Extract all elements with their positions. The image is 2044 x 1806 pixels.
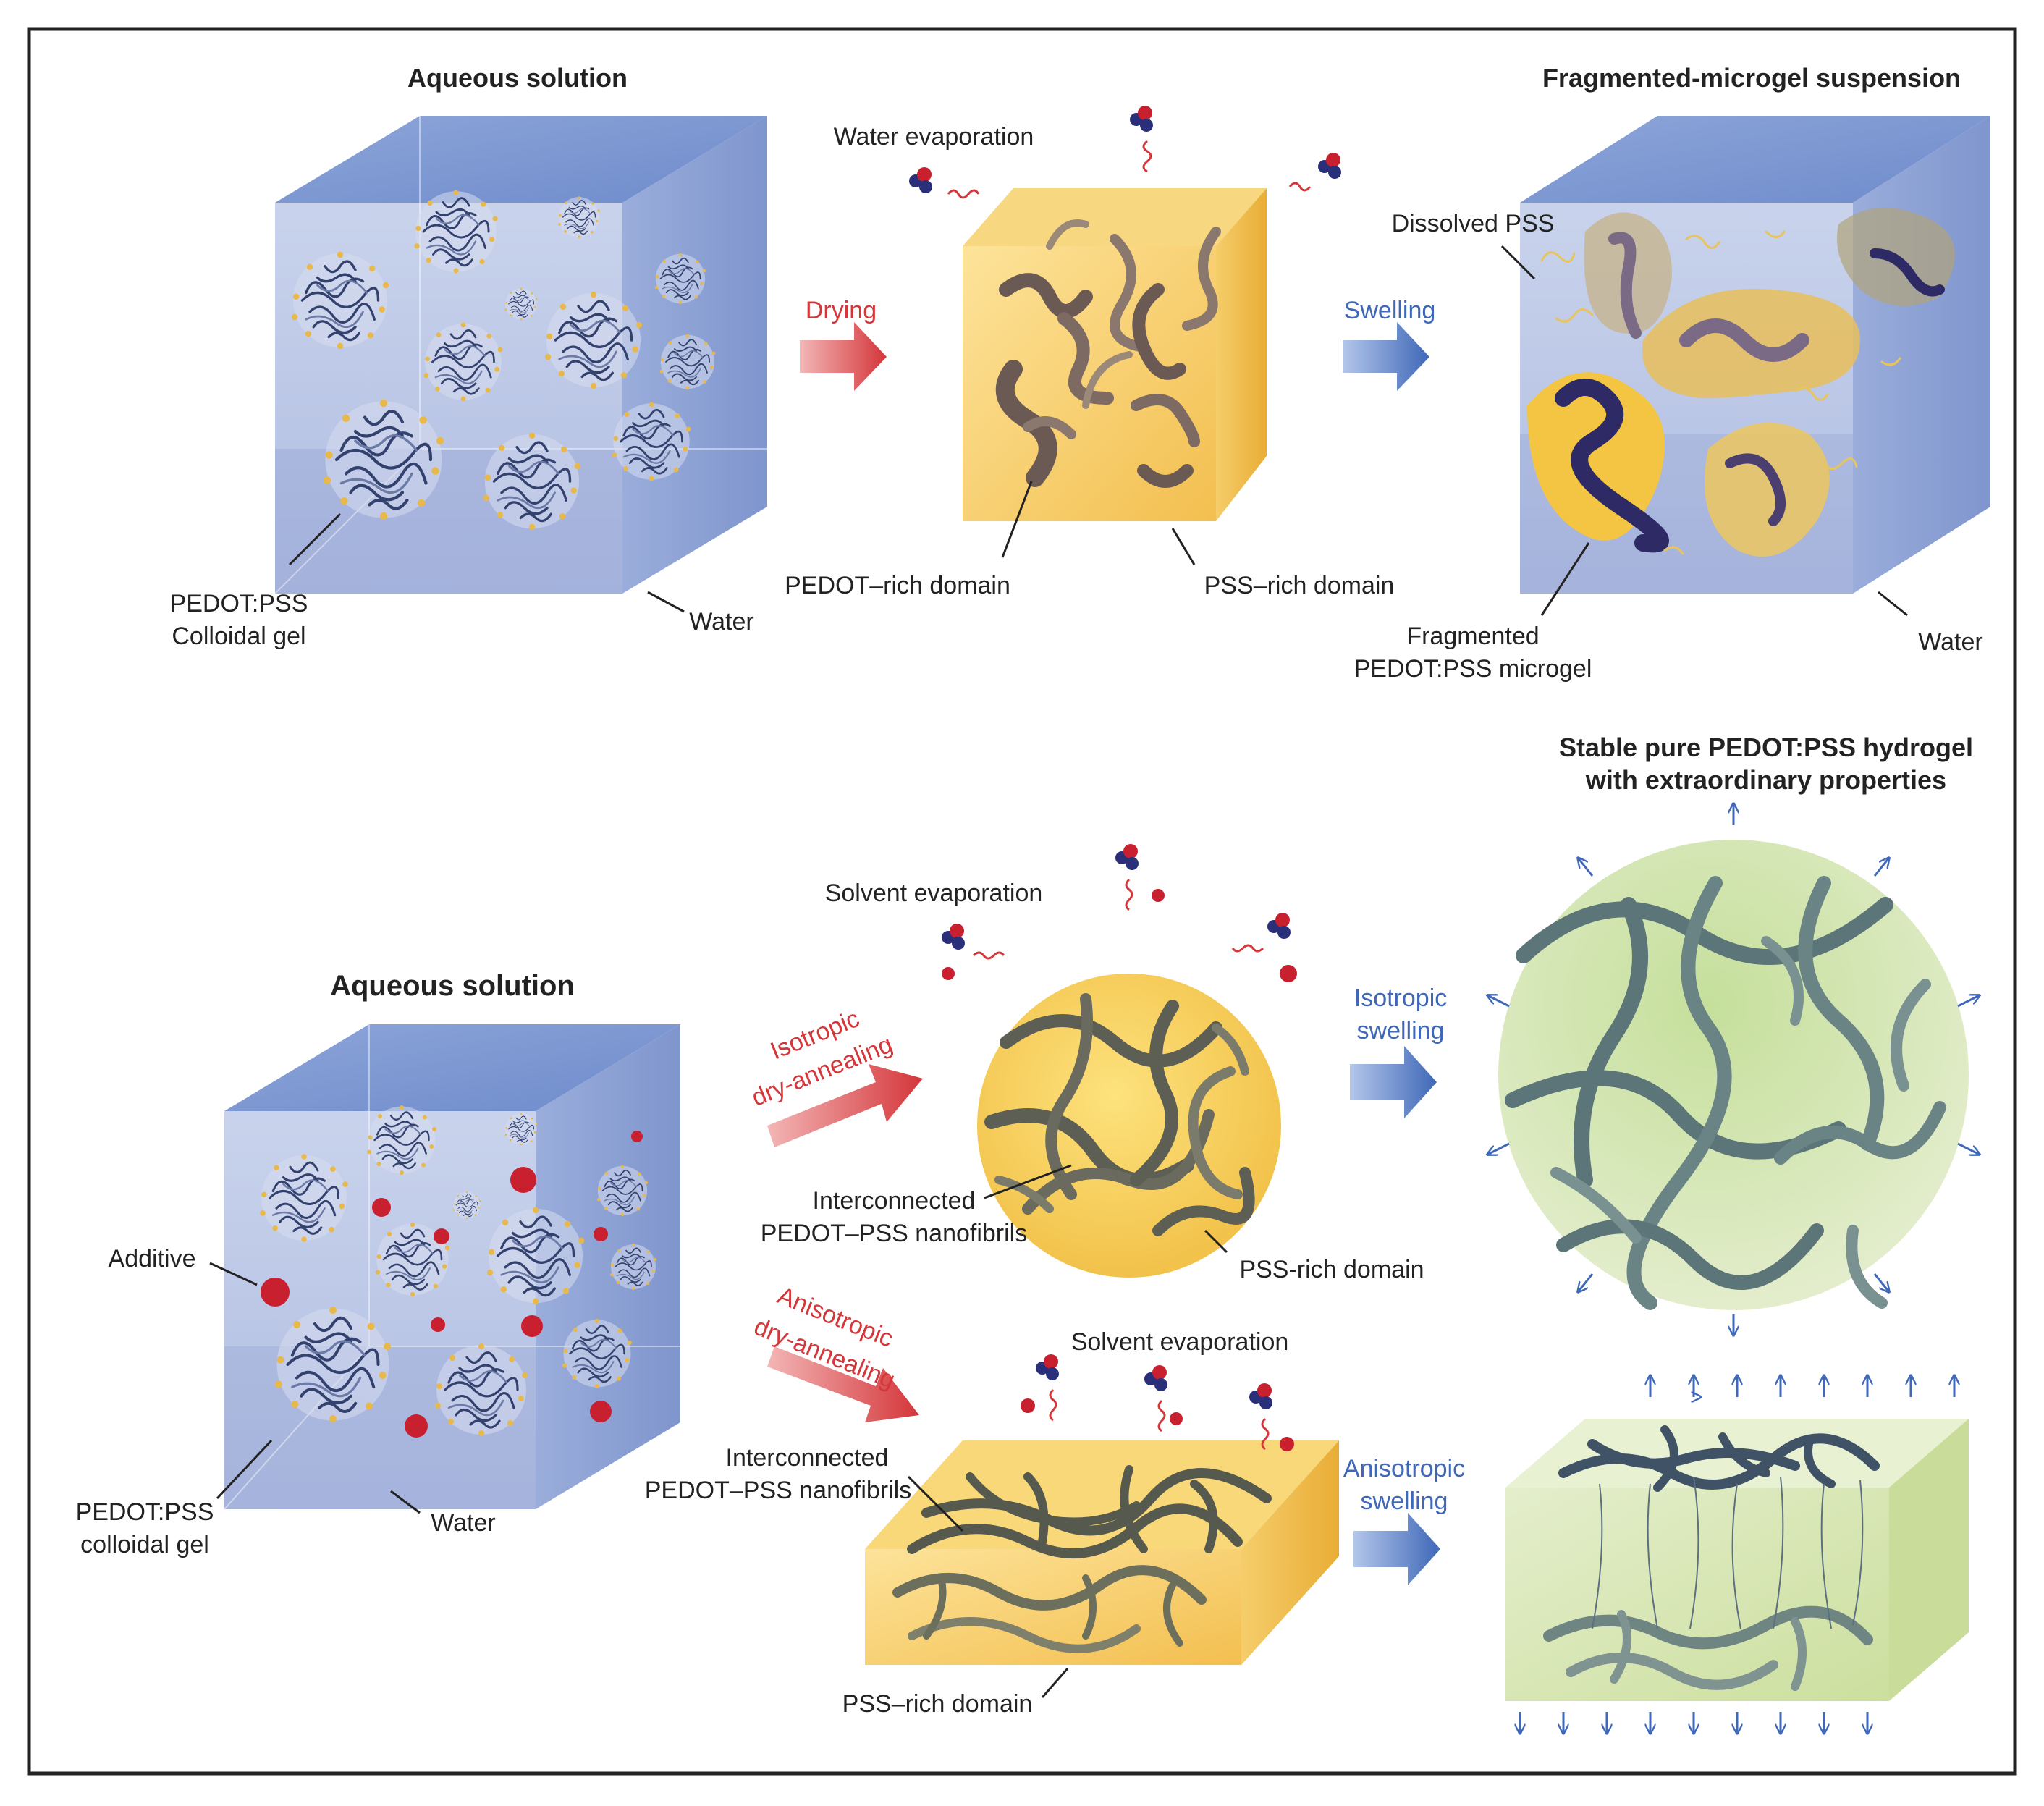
- water-evaporation-label: Water evaporation: [834, 123, 1034, 151]
- dried-film-cube: [963, 188, 1267, 521]
- top-colloid-label-2: Colloidal gel: [172, 623, 305, 650]
- bottom-water-label: Water: [431, 1509, 495, 1537]
- pss-rich-pointer: [1171, 528, 1196, 565]
- top-right-title: Fragmented-microgel suspension: [1542, 63, 1961, 93]
- additive-particles: [261, 1131, 643, 1438]
- fragmented-label-2: PEDOT:PSS microgel: [1354, 655, 1592, 683]
- pedot-rich-label: PEDOT–rich domain: [785, 572, 1010, 599]
- isotropic-swelling-label-2: swelling: [1357, 1017, 1445, 1045]
- isotropic-annealing-arrow: [767, 1064, 923, 1147]
- isotropic-film-sphere: [977, 974, 1281, 1278]
- dissolved-pss-label: Dissolved PSS: [1392, 210, 1555, 237]
- top-water-cube: [274, 116, 767, 594]
- bottom-left-title: Aqueous solution: [330, 970, 575, 1002]
- pss-rich-slab-pointer: [1041, 1668, 1069, 1698]
- evaporating-water-molecules: [909, 106, 1341, 199]
- dissolved-pss-pointer: [1500, 245, 1536, 280]
- top-left-title: Aqueous solution: [407, 63, 628, 93]
- bottom-water-cube: [224, 1024, 680, 1510]
- anisotropic-swelling-arrow: [1353, 1513, 1440, 1585]
- drying-label: Drying: [806, 297, 877, 324]
- anisotropic-swelling-label-1: Anisotropic: [1343, 1455, 1465, 1482]
- top-colloid-pointer: [288, 512, 342, 566]
- bottom-colloid-label-1: PEDOT:PSS: [76, 1498, 214, 1526]
- anisotropic-swelling-label-2: swelling: [1361, 1488, 1448, 1515]
- additive-label: Additive: [109, 1245, 196, 1273]
- drying-arrow: [800, 322, 887, 391]
- interconnected-pointer-top: [984, 1164, 1072, 1199]
- isotropic-swelling-arrow: [1350, 1046, 1437, 1118]
- bottom-right-title-1: Stable pure PEDOT:PSS hydrogel: [1559, 733, 1973, 762]
- top-water-label-left: Water: [689, 608, 753, 636]
- bottom-colloid-pointer: [216, 1439, 273, 1500]
- swelling-label: Swelling: [1344, 297, 1436, 324]
- interconnected-label-1: Interconnected: [813, 1187, 976, 1215]
- solvent-evaporation-bottom-label: Solvent evaporation: [1071, 1328, 1289, 1356]
- additive-pointer: [209, 1262, 258, 1286]
- anisotropic-annealing-arrow: [767, 1346, 919, 1422]
- interconnected-bottom-label-1: Interconnected: [726, 1444, 889, 1472]
- pss-rich-label: PSS–rich domain: [1204, 572, 1395, 599]
- anisotropic-film-slab: [865, 1440, 1339, 1665]
- isotropic-hydrogel-sphere: [1487, 803, 1980, 1335]
- interconnected-bottom-label-2: PEDOT–PSS nanofibrils: [645, 1477, 912, 1504]
- top-water-label-right: Water: [1918, 628, 1982, 656]
- solvent-molecules-bottom: [1021, 1354, 1294, 1451]
- bottom-colloid-label-2: colloidal gel: [80, 1531, 209, 1558]
- pss-rich-sphere-label: PSS-rich domain: [1239, 1256, 1424, 1283]
- top-water-pointer: [647, 591, 685, 613]
- interconnected-pointer-bottom: [907, 1475, 964, 1532]
- isotropic-swelling-label-1: Isotropic: [1354, 984, 1448, 1012]
- solvent-evaporation-top-label: Solvent evaporation: [825, 879, 1043, 907]
- fragmented-pointer: [1540, 542, 1590, 616]
- pedot-rich-pointer: [1001, 481, 1033, 558]
- bottom-right-title-2: with extraordinary properties: [1585, 765, 1946, 795]
- solvent-molecules-top: [942, 844, 1297, 982]
- swelling-arrow: [1343, 322, 1429, 391]
- top-colloid-label-1: PEDOT:PSS: [170, 590, 308, 617]
- pss-rich-slab-label: PSS–rich domain: [842, 1690, 1033, 1718]
- pss-rich-sphere-pointer: [1204, 1229, 1228, 1254]
- interconnected-label-2: PEDOT–PSS nanofibrils: [761, 1220, 1028, 1247]
- bottom-water-pointer: [390, 1490, 421, 1514]
- top-water-pointer-right: [1878, 591, 1908, 617]
- fragmented-microgel-cube: [1520, 116, 1990, 594]
- anisotropic-hydrogel-box: [1505, 1375, 1969, 1734]
- fragmented-label-1: Fragmented: [1406, 623, 1539, 650]
